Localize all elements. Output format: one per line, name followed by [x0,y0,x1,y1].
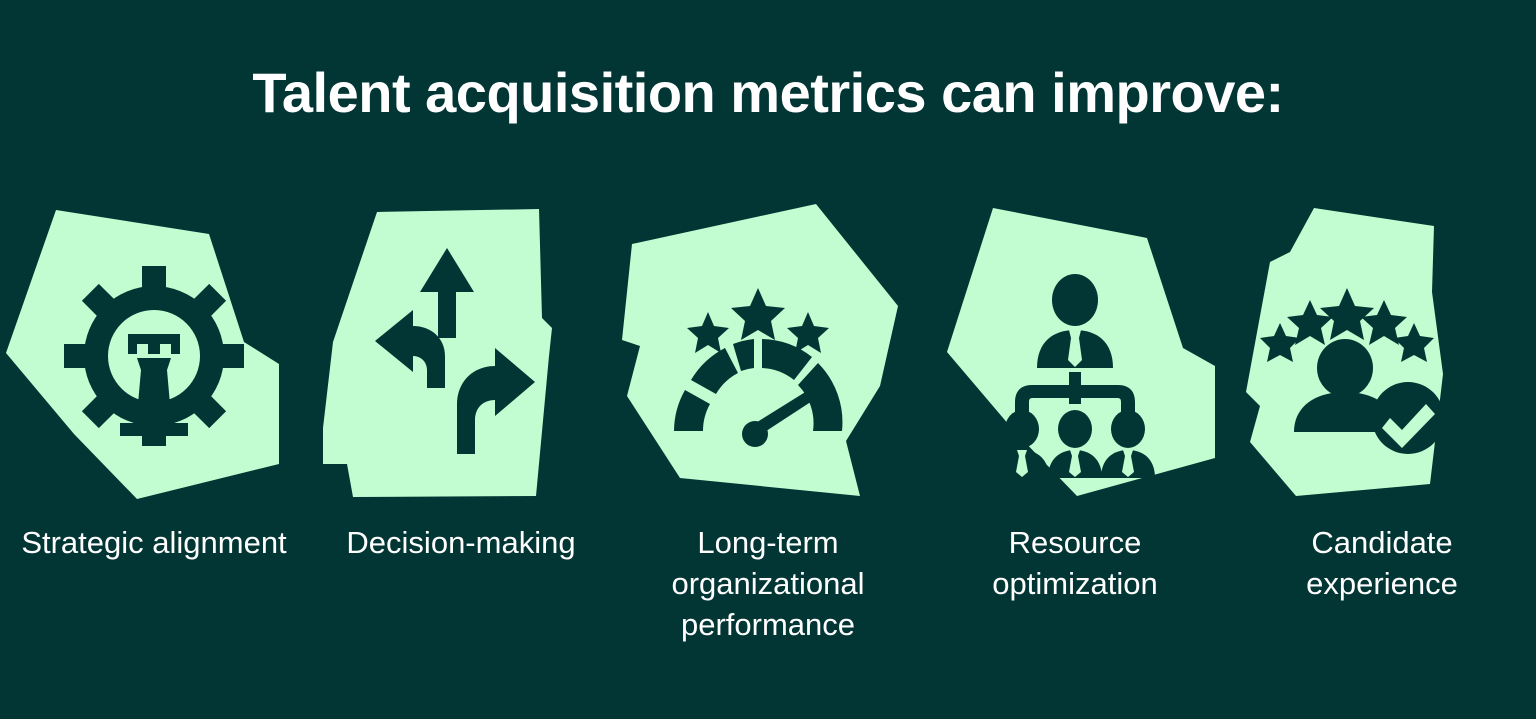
card-decision-making: Decision-making [308,196,615,564]
card-label: Strategic alignment [21,525,287,560]
org-chart-people-icon [995,274,1155,478]
person-stars-check-icon [1260,288,1444,454]
card-label: Resource optimization [992,525,1158,601]
blob-shape-5 [1232,196,1532,501]
card-candidate-experience: Candidate experience [1229,196,1536,605]
three-way-arrows-icon [375,248,535,454]
blob-shape-1 [4,196,304,501]
card-label: Candidate experience [1306,525,1458,601]
card-resource-optimization: Resource optimization [922,196,1229,605]
blob-shape-3 [618,196,918,501]
page-title: Talent acquisition metrics can improve: [252,61,1284,124]
card-label: Decision-making [346,525,576,560]
blob-shape-2 [311,196,611,501]
blob-shape-4 [925,196,1225,501]
gear-chess-rook-icon [64,266,244,446]
gauge-stars-icon [674,288,843,447]
card-strategic-alignment: Strategic alignment [1,196,308,564]
card-label: Long-term organizational performance [671,525,865,642]
card-long-term-performance: Long-term organizational performance [615,196,922,646]
cards-row: Strategic alignment Decision-making [0,196,1536,646]
